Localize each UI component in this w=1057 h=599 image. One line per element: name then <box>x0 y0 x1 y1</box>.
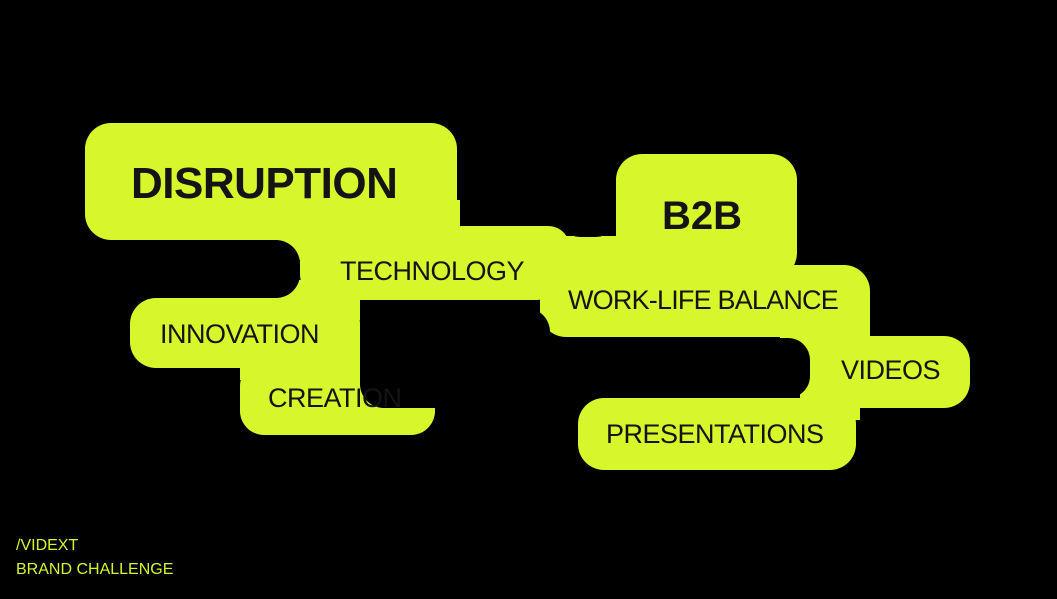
notch-middle <box>360 308 550 408</box>
word-presentations: PRESENTATIONS <box>606 419 824 449</box>
word-videos: VIDEOS <box>841 355 941 385</box>
blob-creation-bridge <box>240 340 360 380</box>
brand-label: /VIDEXT <box>16 537 79 554</box>
word-b2b: B2B <box>662 194 743 238</box>
blob-connector-right <box>440 226 570 276</box>
brand-subtitle: BRAND CHALLENGE <box>16 561 174 578</box>
word-work-life-balance: WORK-LIFE BALANCE <box>568 285 839 315</box>
notch-right-middle <box>540 338 810 398</box>
word-creation: CREATION <box>268 383 402 413</box>
word-disruption: DISRUPTION <box>131 159 398 208</box>
notch-b2b-left <box>560 140 616 237</box>
notch-left-lower <box>60 240 300 298</box>
blob-right <box>540 154 970 470</box>
word-innovation: INNOVATION <box>160 319 320 349</box>
word-technology: TECHNOLOGY <box>340 256 525 286</box>
blob-presentations <box>578 398 856 470</box>
blob-b2b <box>616 154 797 279</box>
